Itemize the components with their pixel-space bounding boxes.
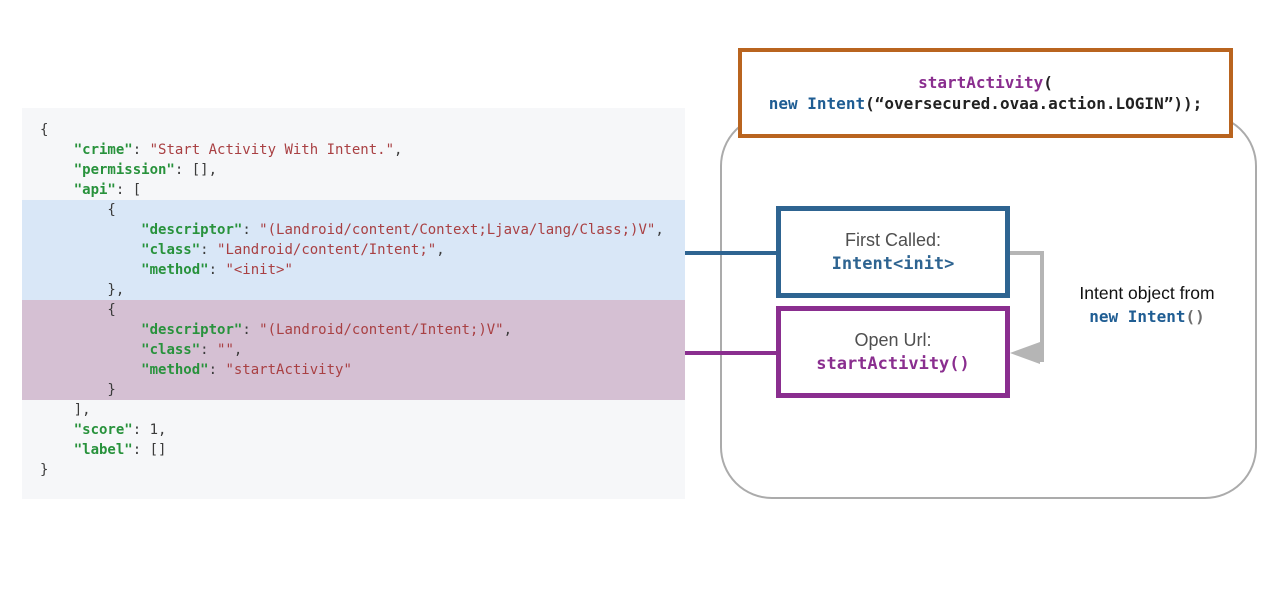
elbow-arrow-vertical (1040, 251, 1044, 362)
code-line: "permission": [], (73, 162, 218, 178)
elbow-arrowhead-icon (1010, 342, 1040, 364)
json-code-block: { "crime": "Start Activity With Intent."… (22, 108, 685, 499)
first-called-node: First Called: Intent<init> (776, 206, 1010, 298)
open-url-label: Open Url: (854, 330, 932, 350)
code-line: "class": "Landroid/content/Intent;", (22, 240, 685, 260)
elbow-arrow-horizontal (1008, 251, 1044, 255)
code-line: ], (40, 402, 91, 418)
code-line: "score": 1, (73, 422, 167, 438)
open-url-code: startActivity() (816, 354, 970, 374)
code-line: { (22, 300, 685, 320)
code-line: { (40, 122, 49, 138)
intent-object-note-line1: Intent object from (1079, 283, 1215, 303)
code-line: "api": [ (73, 182, 142, 198)
connector-purple-line (685, 351, 777, 355)
first-called-code: Intent<init> (831, 254, 955, 274)
code-line: { (22, 200, 685, 220)
code-line: "descriptor": "(Landroid/content/Context… (22, 220, 685, 240)
first-called-label: First Called: (844, 230, 942, 250)
code-line: } (22, 380, 685, 400)
open-url-node: Open Url: startActivity() (776, 306, 1010, 398)
intent-object-note-line2: new Intent() (1089, 307, 1205, 326)
json-code-lines: { "crime": "Start Activity With Intent."… (22, 120, 685, 480)
intent-object-note: Intent object from new Intent() (1052, 281, 1242, 329)
snippet-line-2: new Intent(“oversecured.ovaa.action.LOGI… (768, 94, 1203, 113)
code-snippet-box: startActivity( new Intent(“oversecured.o… (738, 48, 1233, 138)
snippet-line-1: startActivity( (918, 73, 1053, 92)
code-line: "crime": "Start Activity With Intent.", (73, 142, 403, 158)
code-line: "method": "<init>" (22, 260, 685, 280)
code-line: "label": [] (73, 442, 167, 458)
code-line: }, (22, 280, 685, 300)
code-line: "class": "", (22, 340, 685, 360)
code-line: "descriptor": "(Landroid/content/Intent;… (22, 320, 685, 340)
code-line: "method": "startActivity" (22, 360, 685, 380)
code-line: } (40, 462, 49, 478)
connector-blue-line (685, 251, 777, 255)
